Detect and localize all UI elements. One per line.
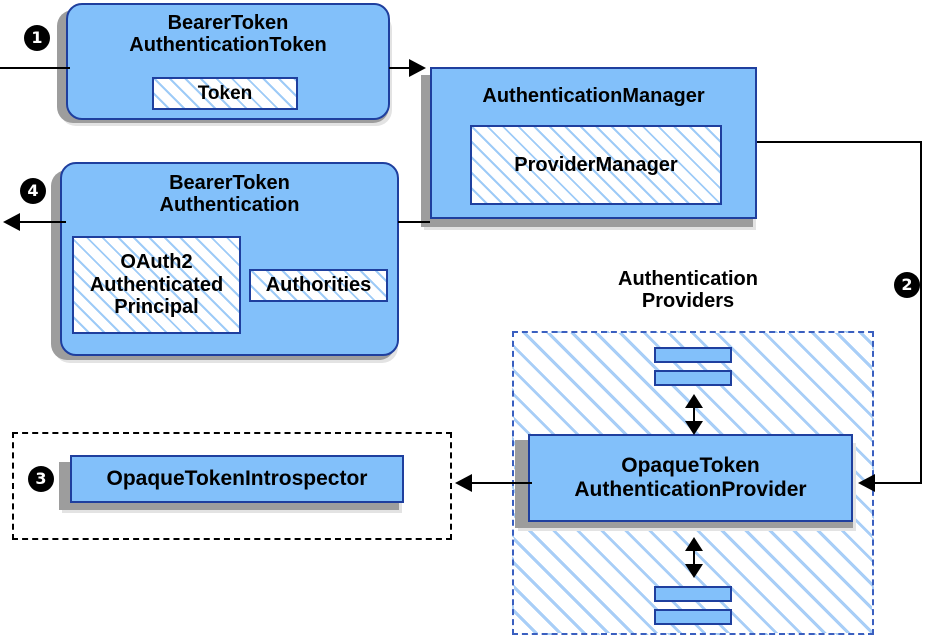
- node-opaque-token-introspector[interactable]: OpaqueTokenIntrospector: [70, 455, 404, 503]
- bearer-token-authentication-title-line1: BearerToken: [169, 172, 290, 194]
- connector-manager-to-provider-top: [757, 141, 922, 143]
- inner-principal-line2: Authenticated: [89, 273, 224, 296]
- arrowhead-provider-stack-bottom-up: [685, 537, 703, 551]
- step-marker-4: 4: [20, 178, 46, 204]
- connector-provider-stack-top: [693, 398, 695, 432]
- arrowhead-token-to-manager: [409, 59, 426, 77]
- step-marker-4-number: 4: [27, 181, 39, 200]
- inner-provider-manager-label: ProviderManager: [514, 153, 678, 176]
- provider-bar-bottom-1: [654, 586, 732, 602]
- provider-bar-top-2: [654, 370, 732, 386]
- opaque-token-introspector-title: OpaqueTokenIntrospector: [106, 467, 368, 491]
- connector-token-to-manager: [389, 67, 424, 69]
- inner-authorities-label: Authorities: [265, 274, 372, 297]
- step-marker-3: 3: [28, 466, 54, 492]
- connector-provider-stack-bottom: [693, 541, 695, 575]
- inner-principal-line3: Principal: [114, 296, 199, 319]
- connector-request-in: [0, 67, 70, 69]
- inner-principal-line1: OAuth2: [120, 251, 193, 274]
- opaque-token-authentication-provider-title-line1: OpaqueToken: [621, 454, 760, 478]
- connector-manager-to-provider-vertical: [920, 141, 922, 483]
- bearer-token-authentication-token-title-line1: BearerToken: [167, 12, 289, 34]
- authentication-providers-label-line2: Providers: [641, 290, 735, 313]
- opaque-token-authentication-provider-title-line2: AuthenticationProvider: [574, 478, 807, 501]
- provider-bar-top-1: [654, 347, 732, 363]
- arrowhead-manager-to-provider: [858, 474, 875, 492]
- arrowhead-provider-to-introspector: [455, 474, 472, 492]
- connector-manager-to-authentication: [398, 221, 430, 223]
- step-marker-3-number: 3: [35, 469, 47, 488]
- arrowhead-authentication-out: [3, 213, 20, 231]
- arrowhead-provider-stack-bottom-down: [685, 564, 703, 578]
- node-opaque-token-authentication-provider[interactable]: OpaqueToken AuthenticationProvider: [528, 434, 853, 522]
- authentication-providers-label: Authentication Providers: [576, 268, 800, 313]
- step-marker-1: 1: [24, 25, 50, 51]
- authentication-providers-label-line1: Authentication: [618, 268, 758, 290]
- step-marker-2-number: 2: [901, 275, 913, 294]
- arrowhead-provider-stack-top-up: [685, 394, 703, 408]
- connector-provider-to-introspector: [470, 482, 532, 484]
- step-marker-2: 2: [894, 272, 920, 298]
- authentication-manager-title: AuthenticationManager: [482, 85, 705, 107]
- inner-token[interactable]: Token: [152, 77, 298, 110]
- inner-authorities[interactable]: Authorities: [249, 269, 388, 302]
- connector-manager-to-provider-bottom: [873, 482, 922, 484]
- arrowhead-provider-stack-top-down: [685, 421, 703, 435]
- inner-provider-manager[interactable]: ProviderManager: [470, 125, 722, 205]
- bearer-token-authentication-token-title-line2: AuthenticationToken: [129, 34, 327, 57]
- bearer-token-authentication-title-line2: Authentication: [159, 194, 300, 217]
- inner-oauth2-authenticated-principal[interactable]: OAuth2 Authenticated Principal: [72, 236, 241, 334]
- inner-token-label: Token: [197, 82, 253, 104]
- provider-bar-bottom-2: [654, 609, 732, 625]
- connector-authentication-out: [18, 221, 66, 223]
- step-marker-1-number: 1: [31, 28, 43, 47]
